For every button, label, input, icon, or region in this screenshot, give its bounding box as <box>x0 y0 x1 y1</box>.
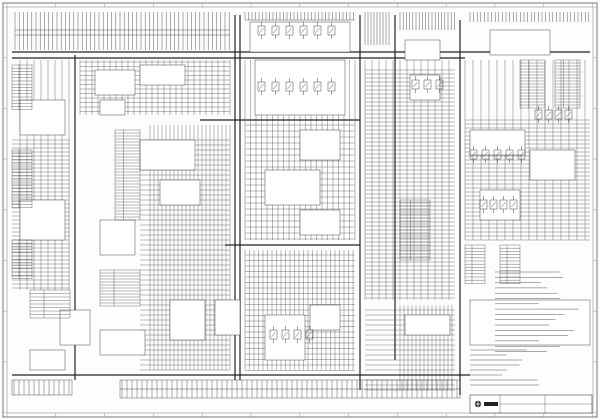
frame-zone-ticks <box>3 3 597 417</box>
right-connector-tables <box>399 59 581 284</box>
title-block <box>469 394 593 414</box>
bottom-terminal-strip <box>11 379 461 399</box>
component-blocks <box>19 21 591 371</box>
notes-block <box>470 271 579 386</box>
top-connector-bus <box>14 12 590 50</box>
maker-logo-icon <box>474 400 498 408</box>
relay-symbols <box>257 22 573 343</box>
left-connector-tables <box>11 64 141 319</box>
